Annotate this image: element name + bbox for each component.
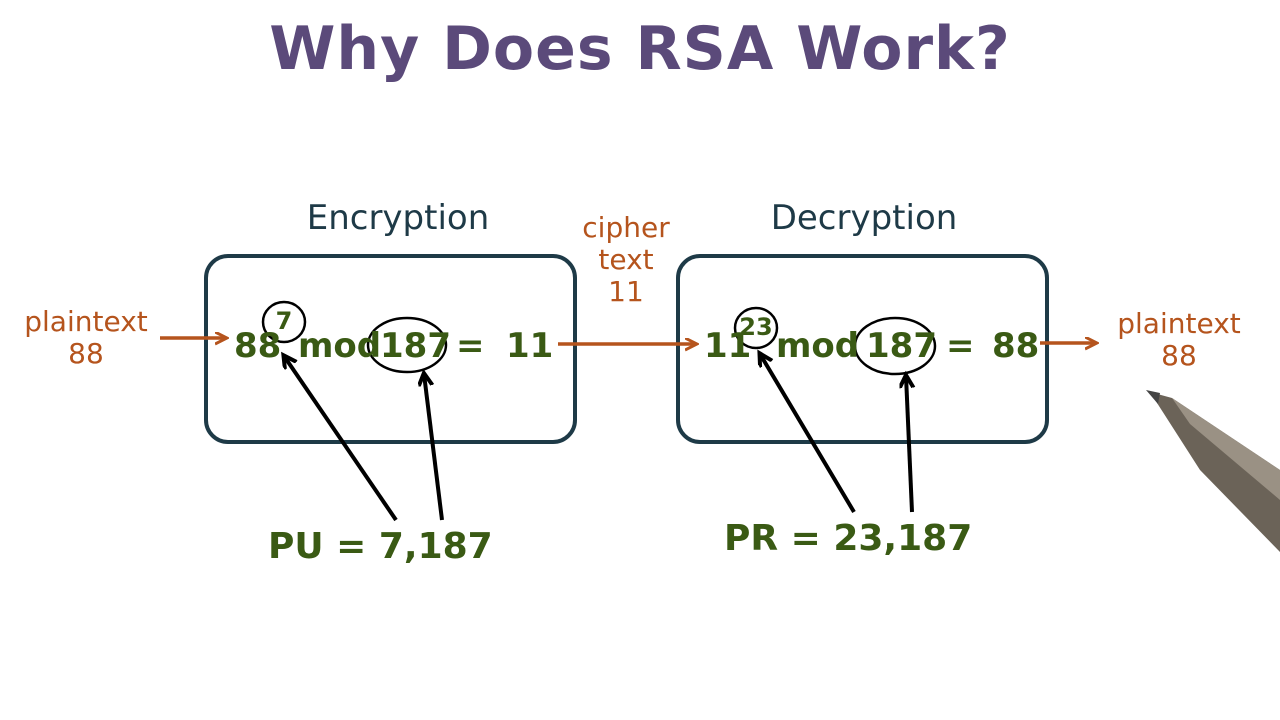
encryption-label: Encryption — [306, 198, 490, 238]
enc-equals: = — [456, 326, 485, 366]
input-plaintext: plaintext 88 — [14, 306, 158, 370]
dec-result: 88 — [992, 326, 1040, 366]
pr-modulus-arrow — [906, 376, 912, 513]
page-title: Why Does RSA Work? — [269, 14, 1011, 84]
output-plaintext-word: plaintext — [1117, 307, 1241, 340]
decryption-label: Decryption — [770, 198, 958, 238]
output-plaintext-value: 88 — [1161, 339, 1197, 372]
dec-exponent-circle — [733, 306, 779, 350]
enc-modulus: 187 — [380, 326, 451, 366]
ciphertext-value: 11 — [608, 275, 644, 308]
enc-result: 11 — [506, 326, 554, 366]
public-key: PU = 7,187 — [268, 526, 493, 567]
output-plaintext: plaintext 88 — [1104, 308, 1254, 372]
encryption-box — [204, 254, 577, 444]
ciphertext-line2: text — [598, 243, 654, 276]
ciphertext-label: cipher text 11 — [574, 212, 678, 308]
pu-exponent-arrow — [284, 356, 398, 522]
pr-exponent-arrow — [760, 354, 856, 514]
enc-mod: mod — [298, 326, 382, 366]
enc-exponent: 7 — [275, 307, 293, 335]
dec-mod: mod — [776, 326, 860, 366]
input-plaintext-word: plaintext — [24, 305, 148, 338]
dec-exponent: 23 — [739, 313, 773, 341]
enc-base: 88 — [234, 326, 282, 366]
enc-modulus-circle — [366, 316, 448, 374]
input-plaintext-value: 88 — [68, 337, 104, 370]
dec-equals: = — [946, 326, 975, 366]
enc-exponent-circle — [261, 300, 307, 344]
pu-modulus-arrow — [424, 374, 444, 521]
dec-modulus-circle — [853, 316, 937, 376]
decryption-box — [676, 254, 1049, 444]
ciphertext-line1: cipher — [582, 211, 670, 244]
private-key: PR = 23,187 — [724, 518, 973, 559]
dec-base: 11 — [704, 326, 752, 366]
pen-icon — [1146, 390, 1280, 552]
dec-modulus: 187 — [866, 326, 937, 366]
